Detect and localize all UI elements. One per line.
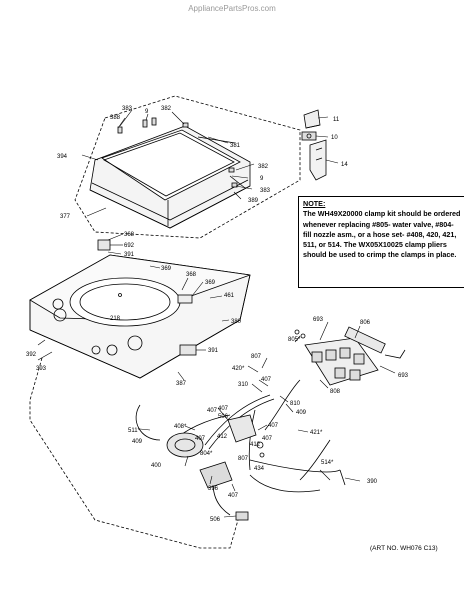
label-9a: 9 <box>145 109 149 115</box>
label-407c: 407 <box>218 406 229 412</box>
label-380: 380 <box>231 319 242 325</box>
wire-harness-dashed <box>29 357 239 549</box>
label-394: 394 <box>57 154 68 160</box>
label-382b: 382 <box>258 164 269 170</box>
label-393: 393 <box>36 366 47 372</box>
art-number: (ART NO. WH076 C13) <box>370 545 438 552</box>
top-cover <box>29 239 251 379</box>
label-412a: 412 <box>217 434 228 440</box>
label-804: 804* <box>200 451 213 457</box>
water-valve-assembly <box>294 326 406 386</box>
label-392: 392 <box>26 352 37 358</box>
label-407f: 407 <box>262 436 273 442</box>
pump-parts <box>166 414 265 521</box>
leader-lines <box>37 109 396 518</box>
lid-assembly <box>89 117 251 229</box>
label-389: 389 <box>248 198 259 204</box>
label-461: 461 <box>224 293 235 299</box>
label-14: 14 <box>341 162 348 168</box>
lid-lock-parts <box>301 109 327 181</box>
label-434: 434 <box>254 466 265 472</box>
label-807a: 807 <box>251 354 262 360</box>
part-labels: 383 9 382 388 381 394 382 9 383 389 377 … <box>26 106 409 523</box>
label-511: 511* <box>128 428 141 434</box>
watermark-text: AppliancePartsPros.com <box>188 4 276 13</box>
label-408: 408* <box>174 424 187 430</box>
label-383a: 383 <box>122 106 133 112</box>
label-693b: 693 <box>398 373 409 379</box>
label-381: 381 <box>230 143 241 149</box>
lid-assembly-outline <box>74 95 301 239</box>
label-391b: 391 <box>208 348 219 354</box>
note-body: The WH49X20000 clamp kit should be order… <box>303 209 461 260</box>
label-391a: 391 <box>124 252 135 258</box>
label-383b: 383 <box>260 188 271 194</box>
label-407e: 407 <box>195 436 206 442</box>
label-810: 810 <box>290 401 301 407</box>
label-407g: 407 <box>228 493 239 499</box>
label-382: 382 <box>161 106 172 112</box>
note-title: NOTE: <box>303 199 326 208</box>
label-412b: 412 <box>250 442 261 448</box>
label-368b: 368 <box>186 272 197 278</box>
label-390: 390 <box>367 479 378 485</box>
label-218: 218 <box>110 316 121 322</box>
label-407b: 407 <box>207 408 218 414</box>
label-409: 409 <box>296 410 307 416</box>
label-400: 400 <box>151 463 162 469</box>
label-377: 377 <box>60 214 71 220</box>
note-box: NOTE: The WH49X20000 clamp kit should be… <box>298 196 464 288</box>
label-805: 805* <box>288 337 301 343</box>
label-407a: 407 <box>261 377 272 383</box>
label-806: 806 <box>360 320 371 326</box>
label-11: 11 <box>333 117 340 123</box>
label-514: 514* <box>321 460 334 466</box>
label-506b: 506 <box>210 517 221 523</box>
label-407d: 407 <box>268 423 279 429</box>
label-421: 421* <box>310 430 323 436</box>
label-388: 388 <box>110 115 121 121</box>
label-808: 808 <box>330 389 341 395</box>
label-506a: 506 <box>218 414 229 420</box>
label-369b: 369 <box>205 280 216 286</box>
label-310: 310 <box>238 382 249 388</box>
label-692: 692 <box>124 243 135 249</box>
label-369a: 369 <box>161 266 172 272</box>
label-807b: 807 <box>238 456 249 462</box>
label-396: 396 <box>208 486 219 492</box>
label-368a: 368 <box>124 232 135 238</box>
label-9b: 9 <box>260 176 264 182</box>
label-420: 420* <box>232 366 245 372</box>
label-409b: 409 <box>132 439 143 445</box>
label-387: 387 <box>176 381 187 387</box>
label-693a: 693 <box>313 317 324 323</box>
label-10: 10 <box>331 135 338 141</box>
